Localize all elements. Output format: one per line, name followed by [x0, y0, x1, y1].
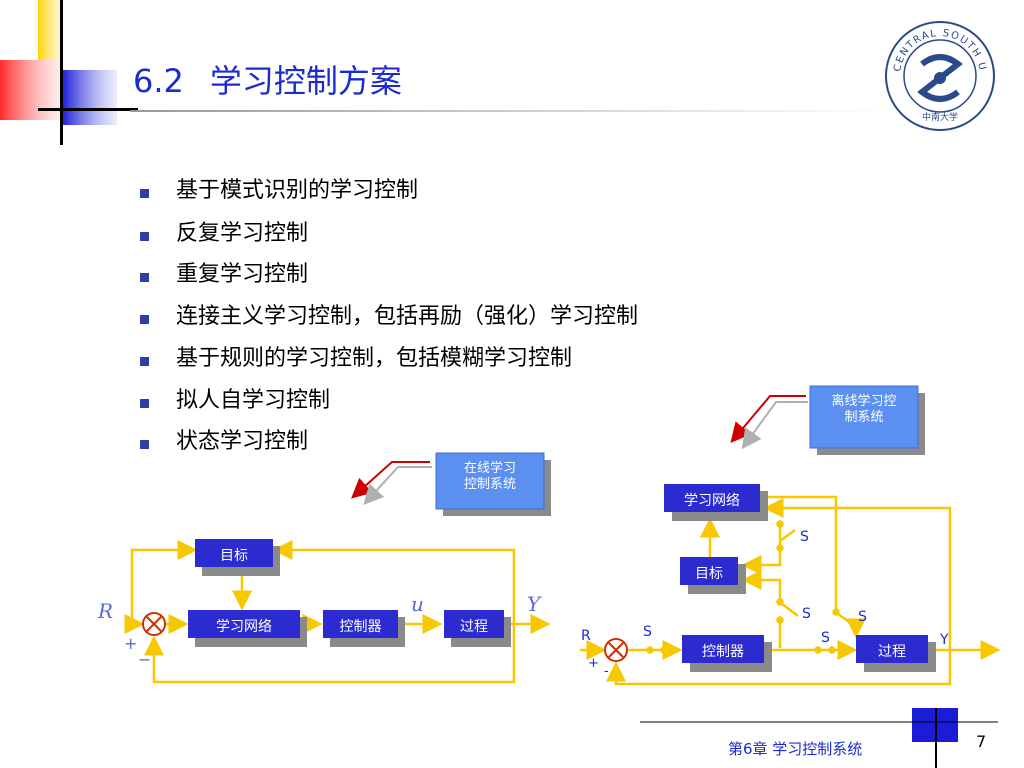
- bullet-item: 重复学习控制: [140, 256, 840, 292]
- online-callout-box: [435, 452, 545, 510]
- footer-chapter: 第6章 学习控制系统: [728, 740, 863, 758]
- online-blocks: [188, 539, 504, 638]
- offline-callout-arrow-red: [730, 395, 806, 444]
- online-input-label: R: [98, 599, 114, 623]
- bullet-item: 拟人自学习控制: [140, 382, 840, 418]
- online-callout-text: 在线学习 控制系统: [463, 461, 516, 492]
- university-seal-logo: CENTRAL SOUTH UNIVERSITY 中南大学: [884, 20, 995, 131]
- offline-output-label: Y: [940, 632, 949, 648]
- online-callout-arrow-grey: [363, 466, 432, 505]
- online-learning-network-block: 学习网络: [216, 619, 272, 635]
- offline-controller-block: 控制器: [702, 644, 744, 660]
- offline-blocks: [664, 484, 928, 663]
- corner-decoration: [0, 0, 138, 145]
- bullet-item: 反复学习控制: [140, 215, 840, 251]
- online-target-block: 目标: [220, 548, 248, 564]
- page-number: 7: [976, 732, 987, 751]
- bullet-list: 基于模式识别的学习控制 反复学习控制 重复学习控制 连接主义学习控制，包括再励（…: [140, 172, 840, 454]
- bullet-icon: [140, 357, 149, 366]
- bullet-item: 基于模式识别的学习控制: [140, 172, 840, 208]
- bullet-item: 状态学习控制: [140, 423, 840, 459]
- bullet-item: 连接主义学习控制，包括再励（强化）学习控制: [140, 298, 840, 334]
- bullet-icon: [140, 315, 149, 324]
- bullet-icon: [140, 399, 149, 408]
- online-output-label: Y: [527, 592, 541, 616]
- summing-junction-right: [604, 638, 628, 662]
- online-process-block: 过程: [460, 619, 488, 635]
- offline-callout-arrow-grey: [741, 401, 808, 450]
- offline-process-block: 过程: [878, 644, 906, 660]
- offline-input-label: R: [581, 628, 591, 644]
- bullet-icon: [140, 232, 149, 241]
- offline-learning-network-block: 学习网络: [684, 493, 740, 509]
- online-controller-block: 控制器: [339, 619, 382, 635]
- bullet-icon: [140, 440, 149, 449]
- bullet-icon: [140, 273, 149, 282]
- online-plus-sign: +: [124, 634, 138, 653]
- online-control-label: u: [411, 592, 424, 616]
- online-minus-sign: −: [138, 650, 152, 669]
- title-underline: [130, 110, 890, 112]
- summing-junction-left: [142, 612, 166, 636]
- switch-label: S: [643, 624, 652, 640]
- title-number: 6.2: [133, 62, 184, 100]
- switch-label: S: [802, 606, 811, 622]
- svg-text:中南大学: 中南大学: [922, 111, 958, 123]
- offline-callout-box: [809, 385, 919, 449]
- switch-label: S: [821, 630, 830, 646]
- offline-target-block: 目标: [695, 566, 723, 582]
- offline-callout-text: 离线学习控 制系统: [831, 394, 897, 425]
- offline-diagram-lines: [580, 495, 1001, 686]
- slide-title: 6.2 学习控制方案: [133, 56, 402, 102]
- switch-label: S: [800, 529, 809, 545]
- title-text: 学习控制方案: [209, 62, 402, 100]
- offline-switches: [646, 520, 860, 654]
- offline-plus-sign: +: [588, 656, 599, 671]
- bullet-item: 基于规则的学习控制，包括模糊学习控制: [140, 340, 840, 376]
- bullet-icon: [140, 189, 149, 198]
- switch-label: S: [858, 609, 867, 625]
- offline-minus-sign: -: [604, 664, 609, 679]
